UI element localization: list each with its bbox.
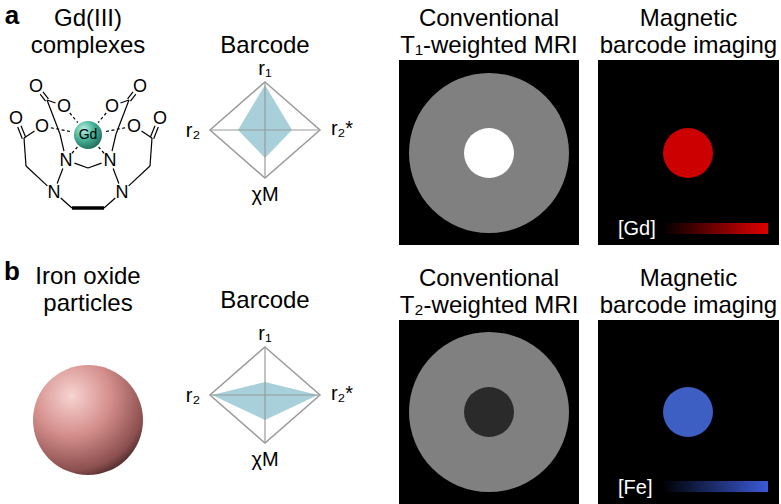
mri-panel: [399, 60, 579, 245]
axis-label: r₂: [186, 119, 200, 141]
barcode-radar: [210, 82, 320, 178]
chemical-bond: [26, 166, 47, 186]
fe-map-spot: [663, 387, 713, 437]
radar-axis: [210, 129, 320, 130]
color-scale-bar: [662, 223, 768, 234]
axis-label: r₁: [258, 322, 271, 344]
chemical-bond: [72, 206, 104, 210]
gd-map-spot: [663, 128, 713, 178]
radar-axis: [210, 394, 320, 395]
barcode-radar: [210, 347, 320, 443]
mri-panel: [598, 320, 779, 504]
atom-label: O: [133, 76, 147, 96]
coordination-bond: [51, 128, 72, 132]
panel-heading: Magnetic barcode imaging: [597, 4, 781, 58]
mri-panel: [399, 320, 579, 504]
chemical-bond: [112, 134, 116, 151]
atom-label: O: [153, 108, 167, 128]
coordination-bond: [99, 147, 104, 153]
coordination-bond: [104, 128, 125, 132]
axis-label: r₂: [186, 384, 200, 406]
bright-spot: [464, 128, 514, 178]
color-scale-bar: [662, 481, 768, 492]
atom-label: N: [104, 150, 117, 170]
atom-label: N: [60, 150, 73, 170]
panel-letter: a: [5, 1, 19, 30]
chemical-bond: [43, 92, 48, 99]
phantom: [409, 73, 569, 233]
chemical-bond: [128, 92, 133, 99]
chemical-bond: [74, 163, 88, 168]
barcode-map-panel: Magnetic barcode imaging[Fe]: [598, 320, 779, 504]
chemical-bond: [61, 198, 72, 208]
atom-label: O: [57, 96, 71, 116]
axis-label: r₁: [258, 57, 271, 79]
axis-label: χM: [251, 448, 278, 470]
chemical-bond: [18, 127, 23, 139]
chemical-bond: [150, 138, 152, 166]
chemical-bond: [60, 134, 64, 151]
radar-outline: [210, 347, 320, 443]
atom-label: O: [35, 116, 49, 136]
barcode-title: Barcode: [220, 32, 309, 59]
chemical-bond: [104, 198, 115, 208]
mri-panel: [598, 60, 779, 245]
atom-label: N: [116, 182, 129, 202]
axis-label: r₂*: [331, 382, 353, 404]
atom-label: N: [48, 182, 61, 202]
chemical-bond: [129, 166, 150, 186]
atom-label: O: [105, 96, 119, 116]
mri-panel: Conventional T₁‑weighted MRI: [399, 60, 579, 245]
radar-outline: [210, 82, 320, 178]
panel-heading: Magnetic barcode imaging: [597, 264, 781, 318]
atom-label: O: [127, 116, 141, 136]
chemical-bond: [141, 131, 152, 138]
chemical-bond: [88, 163, 102, 168]
barcode-map-panel: Magnetic barcode imaging[Gd]: [598, 60, 779, 245]
agent-title: Gd(III) complexes: [23, 5, 153, 59]
chemical-bond: [24, 138, 26, 166]
dark-spot: [464, 387, 514, 437]
scale-label: [Fe]: [618, 475, 652, 499]
panel-heading: Conventional T₂‑weighted MRI: [389, 264, 589, 318]
phantom: [409, 332, 569, 492]
scale-label: [Gd]: [618, 216, 656, 240]
panel-letter: b: [4, 257, 20, 286]
metal-label: Gd: [79, 127, 98, 143]
coordination-bond: [72, 147, 77, 153]
gd-atom: [74, 121, 102, 149]
panel-heading: Conventional T₁‑weighted MRI: [389, 4, 589, 58]
agent-title: Iron oxide particles: [23, 263, 153, 317]
mri-panel: Conventional T₂‑weighted MRI: [399, 320, 579, 504]
chemical-structure: [18, 92, 159, 208]
axis-label: χM: [251, 183, 278, 205]
atom-label: O: [29, 76, 43, 96]
axis-label: r₂*: [331, 117, 353, 139]
atom-label: O: [9, 108, 23, 128]
chemical-bond: [24, 131, 35, 138]
barcode-title: Barcode: [220, 287, 309, 314]
iron-oxide-particle: [33, 365, 143, 475]
